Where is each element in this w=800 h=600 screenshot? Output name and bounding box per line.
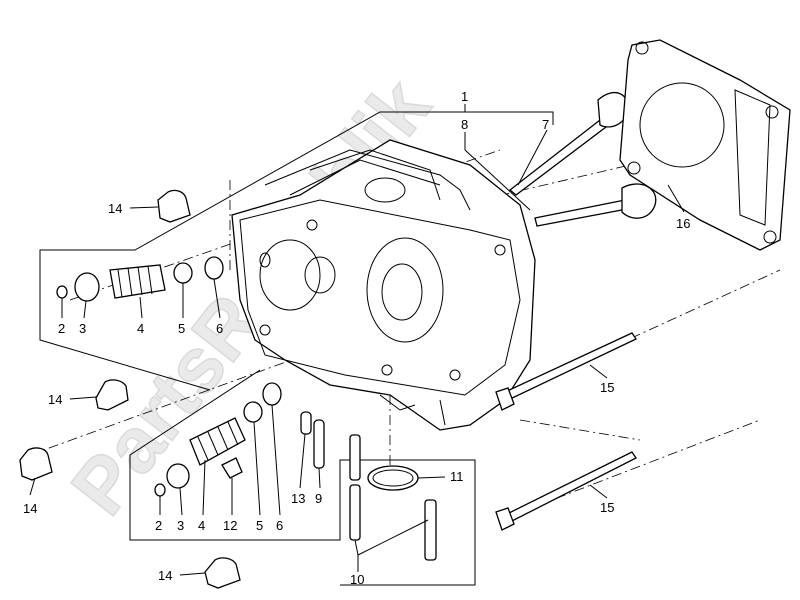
valve-exhaust <box>508 91 629 196</box>
callout-10: 10 <box>350 572 364 587</box>
valve-seal-lower <box>243 401 263 423</box>
cylinder-head <box>231 139 536 431</box>
spring-seat-upper <box>204 256 224 280</box>
valve-cap-3 <box>19 447 53 481</box>
callout-14-a: 14 <box>108 201 122 216</box>
leader-lines <box>29 129 685 576</box>
valve-spring-lower <box>189 417 246 466</box>
callout-labels: 1 8 7 16 14 14 14 14 15 15 2 3 4 5 6 2 3… <box>23 89 690 587</box>
o-ring-11 <box>367 465 419 491</box>
callout-11: 11 <box>450 469 464 484</box>
valve-cotter-lower <box>154 483 166 497</box>
long-stud-lower <box>495 451 637 531</box>
valve-cap-4 <box>204 557 241 589</box>
callout-8: 8 <box>461 117 468 132</box>
callout-15-a: 15 <box>600 380 614 395</box>
dowel-pin-13 <box>300 411 312 435</box>
callout-16: 16 <box>676 216 690 231</box>
callout-1: 1 <box>461 89 468 104</box>
stud-10-a <box>349 434 361 541</box>
callout-4-upper: 4 <box>137 321 144 336</box>
valve-spring-upper <box>109 264 166 299</box>
callout-14-c: 14 <box>23 501 37 516</box>
long-stud-upper <box>495 332 637 411</box>
valve-cap-2 <box>95 379 129 411</box>
bracket-group-lower <box>129 369 476 586</box>
callout-3-lower: 3 <box>177 518 184 533</box>
callout-15-b: 15 <box>600 500 614 515</box>
spring-retainer-upper <box>74 272 100 302</box>
dowel-pin-9 <box>313 419 325 469</box>
callout-5-upper: 5 <box>178 321 185 336</box>
callout-12: 12 <box>223 518 237 533</box>
callout-2-upper: 2 <box>58 321 65 336</box>
spring-seat-lower <box>262 382 282 406</box>
callout-14-b: 14 <box>48 392 62 407</box>
stud-10-b <box>424 499 437 561</box>
callout-6-upper: 6 <box>216 321 223 336</box>
callout-5-lower: 5 <box>256 518 263 533</box>
callout-3-upper: 3 <box>79 321 86 336</box>
valve-cap-1 <box>157 189 191 223</box>
callout-7: 7 <box>542 117 549 132</box>
callout-6-lower: 6 <box>276 518 283 533</box>
bracket-group-1 <box>39 104 554 391</box>
callout-2-lower: 2 <box>155 518 162 533</box>
callout-14-d: 14 <box>158 568 172 583</box>
valve-intake <box>534 183 657 227</box>
callout-4-lower: 4 <box>198 518 205 533</box>
callout-9: 9 <box>315 491 322 506</box>
spring-retainer-lower <box>166 463 190 489</box>
valve-guide-cap <box>221 457 243 479</box>
callout-13: 13 <box>291 491 305 506</box>
valve-seal-upper <box>173 262 193 284</box>
valve-cotter-upper <box>56 285 68 299</box>
head-gasket <box>619 39 791 251</box>
